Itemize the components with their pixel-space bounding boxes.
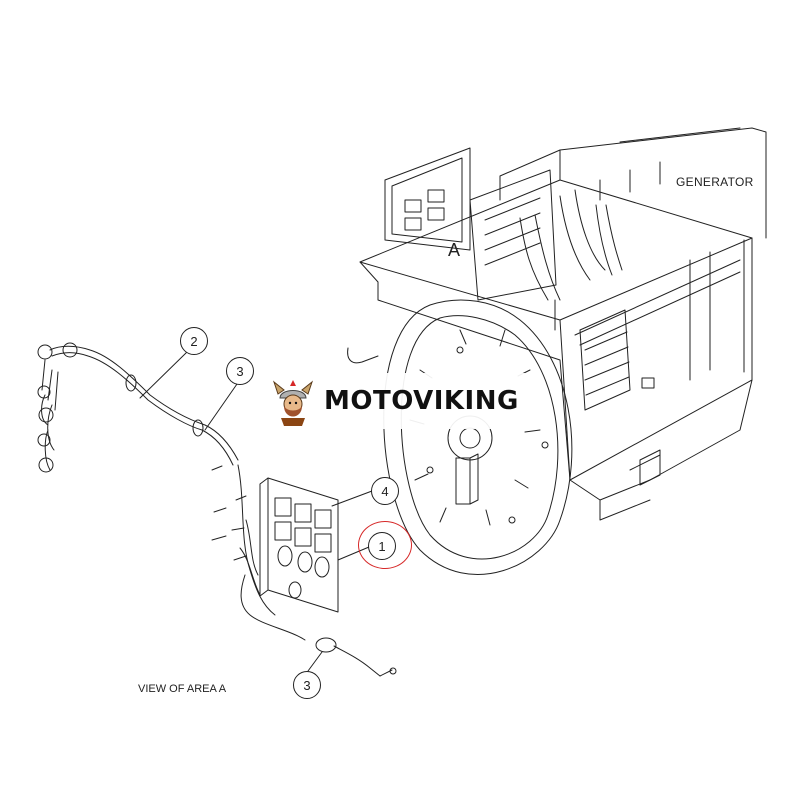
terminal-box (384, 147, 623, 331)
leader-lines (139, 351, 373, 672)
callout-4: 4 (371, 477, 399, 505)
area-a-marker: A (448, 240, 461, 260)
view-of-area-label: VIEW OF AREA A (138, 683, 227, 695)
callout-3-bottom: 3 (293, 671, 321, 699)
highlight-circle (358, 521, 412, 569)
control-panel (231, 477, 339, 613)
viking-mascot-icon (272, 380, 314, 426)
generator-label: GENERATOR (676, 175, 754, 189)
callout-3-top: 3 (226, 357, 254, 385)
watermark-text: MOTOVIKING (324, 386, 519, 416)
callout-2: 2 (180, 327, 208, 355)
watermark: MOTOVIKING (262, 373, 534, 429)
wiring-harness (37, 342, 397, 677)
cooling-louvre (579, 309, 661, 486)
generator-housing (359, 127, 767, 521)
